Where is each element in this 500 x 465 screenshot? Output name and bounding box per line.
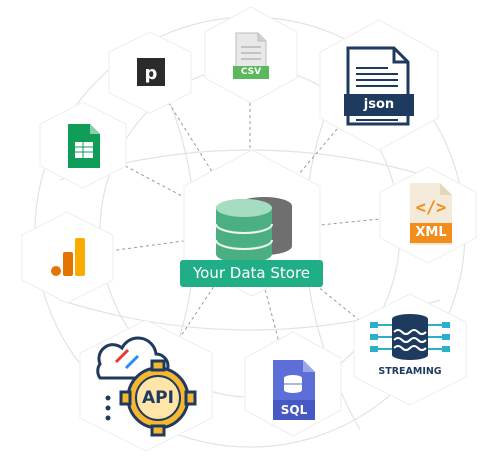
pendo-logo-icon: p — [137, 58, 165, 86]
streaming-label: STREAMING — [378, 366, 442, 377]
xml-file-icon: </> — [410, 183, 452, 245]
json-label: json — [363, 97, 395, 112]
data-store-node — [180, 148, 325, 298]
streaming-node: STREAMING — [352, 292, 468, 407]
api-gear-icon — [96, 336, 197, 437]
csv-node: CSV — [203, 5, 299, 105]
streaming-icon — [370, 314, 450, 360]
google-sheets-node — [38, 100, 128, 190]
xml-node: </> XML — [378, 165, 478, 265]
json-node: json — [318, 18, 440, 152]
sql-node: SQL — [243, 330, 343, 438]
google-analytics-icon — [51, 238, 85, 276]
data-store-label: Your Data Store — [180, 260, 323, 287]
svg-text:p: p — [145, 63, 158, 84]
csv-file-icon — [233, 32, 269, 79]
api-label: API — [142, 388, 174, 408]
pendo-node: p — [105, 30, 195, 115]
google-sheets-icon — [68, 124, 100, 168]
xml-label: XML — [415, 225, 447, 240]
json-file-icon — [344, 46, 414, 126]
api-node: API — [78, 318, 214, 453]
svg-text:</>: </> — [416, 198, 447, 218]
database-icon — [215, 197, 292, 263]
csv-label: CSV — [240, 67, 262, 77]
sql-label: SQL — [280, 403, 308, 417]
google-analytics-node — [20, 210, 115, 305]
sql-file-icon — [273, 360, 315, 420]
